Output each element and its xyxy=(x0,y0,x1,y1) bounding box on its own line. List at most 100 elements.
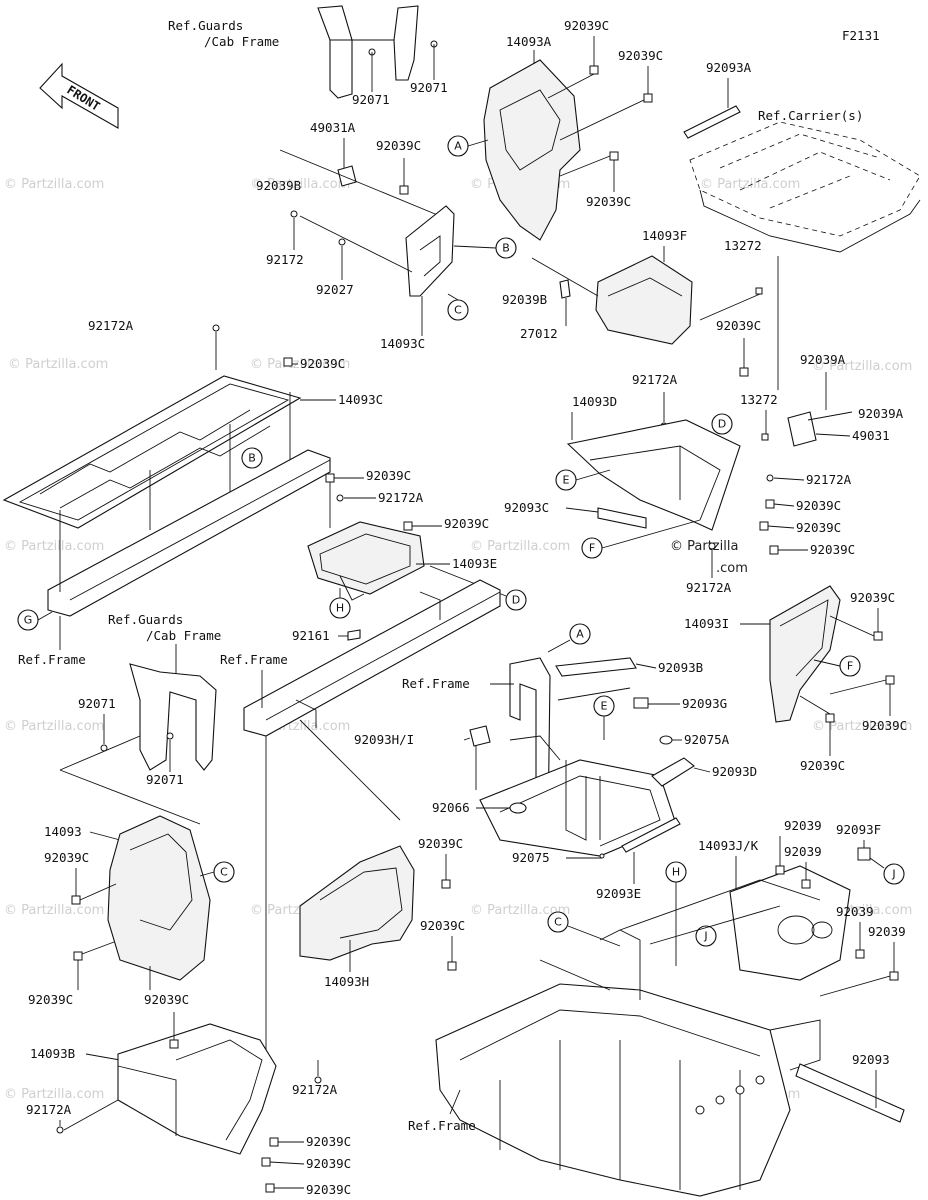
guard-14093A xyxy=(483,59,581,241)
callout-D: D xyxy=(505,589,527,611)
svg-text:A: A xyxy=(576,628,584,641)
part-label: 92039C xyxy=(444,516,489,531)
svg-text:F: F xyxy=(589,542,595,555)
part-label: 92093G xyxy=(682,696,727,711)
part-label: 92093E xyxy=(596,886,641,901)
part-label: 92172A xyxy=(686,580,732,595)
guard-14093H xyxy=(299,845,415,961)
callout-B: B xyxy=(495,237,517,259)
watermark: © Partzilla.com xyxy=(4,539,104,554)
part-label: 92066 xyxy=(432,800,470,815)
part-label: 92093B xyxy=(658,660,703,675)
carrier-reference xyxy=(689,121,921,253)
ref-guards-cab-frame-top: Ref.Guards xyxy=(168,18,243,33)
panel-14093JK xyxy=(729,865,851,981)
ref-guards-cab-frame-top: /Cab Frame xyxy=(204,34,279,49)
callout-F: F xyxy=(839,655,861,677)
panel-14093C-left xyxy=(2,375,302,529)
svg-text:H: H xyxy=(672,866,680,879)
frame-rail-left xyxy=(47,392,331,617)
svg-text:C: C xyxy=(454,304,462,317)
diagram-code: F2131 xyxy=(842,28,880,43)
part-label: 92161 xyxy=(292,628,330,643)
part-label: 92039B xyxy=(256,178,301,193)
center-watermark: © Partzilla xyxy=(670,539,738,554)
callout-J: J xyxy=(695,925,717,947)
svg-text:J: J xyxy=(891,868,895,881)
part-label: 92039C xyxy=(800,758,845,773)
part-label: 92039C xyxy=(28,992,73,1007)
part-label: 92039C xyxy=(796,498,841,513)
svg-text:E: E xyxy=(601,700,608,713)
part-label: 92093 xyxy=(852,1052,890,1067)
part-label: 92039C xyxy=(564,18,609,33)
part-label: 92039C xyxy=(306,1134,351,1149)
part-label: 27012 xyxy=(520,326,558,341)
main-frame xyxy=(435,879,821,1197)
part-label: 92039 xyxy=(868,924,906,939)
guard-14093 xyxy=(107,815,211,981)
part-label: 14093B xyxy=(30,1046,75,1061)
bracket-14093C xyxy=(405,205,455,297)
watermark: © Partzilla.com xyxy=(8,357,108,372)
part-label: 92075A xyxy=(684,732,730,747)
svg-text:C: C xyxy=(220,866,228,879)
part-label: 92093A xyxy=(706,60,752,75)
part-label: 92039C xyxy=(850,590,895,605)
part-label: 14093I xyxy=(684,616,729,631)
part-label: 92027 xyxy=(316,282,354,297)
part-label: 92039A xyxy=(800,352,846,367)
watermark: © Partzilla.com xyxy=(4,1087,104,1102)
callout-D: D xyxy=(711,413,733,435)
part-label: 92071 xyxy=(146,772,184,787)
front-arrow-icon: FRONT xyxy=(39,62,119,129)
callout-G: G xyxy=(17,609,39,631)
svg-text:D: D xyxy=(718,418,726,431)
svg-text:C: C xyxy=(554,916,562,929)
frame-crossmember xyxy=(243,579,501,737)
ref-frame-left: Ref.Frame xyxy=(18,652,86,667)
svg-text:B: B xyxy=(248,452,256,465)
part-label: 49031A xyxy=(310,120,356,135)
part-label: 92039C xyxy=(306,1182,351,1197)
part-label: 92172A xyxy=(378,490,424,505)
callout-A: A xyxy=(569,623,591,645)
part-label: 92039 xyxy=(784,844,822,859)
svg-text:A: A xyxy=(454,140,462,153)
callout-F: F xyxy=(581,537,603,559)
ref-frame-bottom: Ref.Frame xyxy=(408,1118,476,1133)
callout-J: J xyxy=(883,863,905,885)
part-label: 92075 xyxy=(512,850,550,865)
part-label: 92172A xyxy=(292,1082,338,1097)
ref-frame-mid: Ref.Frame xyxy=(220,652,288,667)
part-label: 92039C xyxy=(716,318,761,333)
part-label: 92039C xyxy=(586,194,631,209)
watermark: © Partzilla.com xyxy=(4,719,104,734)
part-label: 92039C xyxy=(366,468,411,483)
part-label: 49031 xyxy=(852,428,890,443)
part-label: 92039C xyxy=(144,992,189,1007)
callout-E: E xyxy=(593,695,615,717)
part-label: 14093H xyxy=(324,974,369,989)
panel-14093D xyxy=(566,419,741,531)
part-label: 92039C xyxy=(618,48,663,63)
part-label: 92039C xyxy=(44,850,89,865)
callout-H: H xyxy=(665,861,687,883)
watermark: © Partzilla.com xyxy=(4,903,104,918)
part-label: 14093E xyxy=(452,556,497,571)
part-label: 92039B xyxy=(502,292,547,307)
svg-text:B: B xyxy=(502,242,510,255)
part-label: 92039C xyxy=(306,1156,351,1171)
center-watermark: .com xyxy=(716,561,748,576)
svg-text:G: G xyxy=(24,614,33,627)
callout-C: C xyxy=(447,299,469,321)
callout-A: A xyxy=(447,135,469,157)
svg-text:E: E xyxy=(563,474,570,487)
part-label: 92172A xyxy=(806,472,852,487)
guard-frame-mid xyxy=(129,663,217,771)
part-label: 92172A xyxy=(88,318,134,333)
part-label: 14093J/K xyxy=(698,838,759,853)
watermark: © Partzilla.com xyxy=(470,903,570,918)
cover-14093F xyxy=(595,255,693,345)
part-label: 92071 xyxy=(78,696,116,711)
